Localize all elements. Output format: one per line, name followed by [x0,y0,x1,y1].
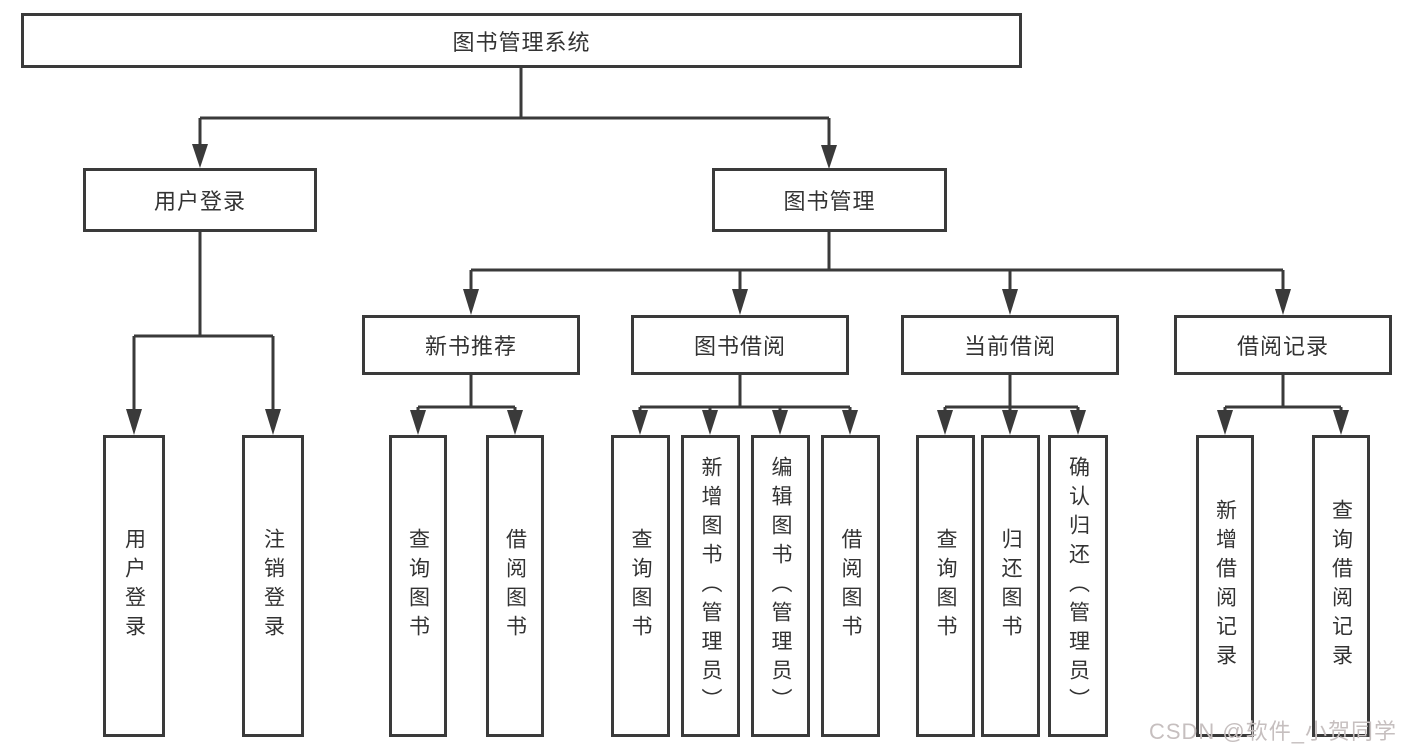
connector-new-books-children [410,375,523,435]
connector-user-login-children [126,232,281,435]
node-new-book-recommend: 新书推荐 [362,315,580,375]
node-borrowing-records: 借阅记录 [1174,315,1392,375]
leaf-records-add-borrow-record: 新增借阅记录 [1196,435,1254,737]
node-current-borrowing: 当前借阅 [901,315,1119,375]
leaf-borrowing-add-books-admin: 新增图书（管理员） [681,435,740,737]
connector-borrow-records-children [1217,375,1349,435]
node-book-borrowing: 图书借阅 [631,315,849,375]
connector-book-borrow-children [632,375,858,435]
leaf-user-login: 用户登录 [103,435,165,737]
node-book-management: 图书管理 [712,168,947,232]
leaf-borrowing-query-books: 查询图书 [611,435,670,737]
leaf-current-query-books: 查询图书 [916,435,975,737]
node-root-system: 图书管理系统 [21,13,1022,68]
leaf-newbooks-borrow-books: 借阅图书 [486,435,544,737]
csdn-watermark: CSDN @软件_小贺同学 [1148,719,1397,744]
connector-book-mgmt-to-level3 [463,232,1291,315]
leaf-records-query-borrow-record: 查询借阅记录 [1312,435,1370,737]
connector-root-to-level2 [192,68,837,169]
leaf-borrowing-borrow-books: 借阅图书 [821,435,880,737]
leaf-current-confirm-return-admin: 确认归还（管理员） [1048,435,1108,737]
leaf-borrowing-edit-books-admin: 编辑图书（管理员） [751,435,810,737]
leaf-current-return-books: 归还图书 [981,435,1040,737]
leaf-newbooks-query-books: 查询图书 [389,435,447,737]
connector-current-borrow-children [937,375,1086,435]
node-user-login: 用户登录 [83,168,317,232]
leaf-logout: 注销登录 [242,435,304,737]
